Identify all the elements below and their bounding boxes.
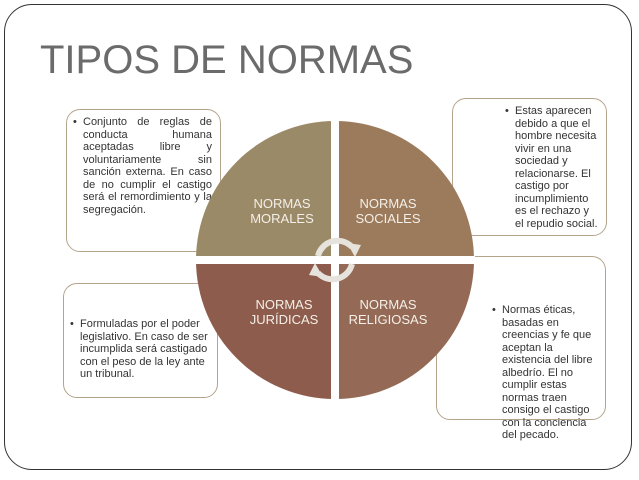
morales-description: Conjunto de reglas de conducta humana ac… bbox=[73, 116, 212, 216]
quadrant-circle bbox=[195, 119, 475, 401]
label-normas-morales: NORMAS MORALES bbox=[250, 196, 314, 226]
slide-title: TIPOS DE NORMAS bbox=[40, 38, 414, 82]
label-normas-sociales: NORMAS SOCIALES bbox=[355, 196, 421, 226]
religiosas-description: Normas éticas, basadas en creencias y fe… bbox=[492, 304, 599, 442]
juridicas-description: Formuladas por el poder legislativo. En … bbox=[70, 318, 211, 381]
box-normas-juridicas: Formuladas por el poder legislativo. En … bbox=[63, 283, 218, 398]
label-normas-juridicas: NORMAS JURÍDICAS bbox=[249, 297, 319, 327]
slide-frame bbox=[4, 4, 632, 470]
quadrant-morales bbox=[196, 121, 335, 260]
quadrant-juridicas bbox=[196, 260, 335, 399]
quadrant-sociales bbox=[335, 121, 474, 260]
box-normas-sociales: Estas aparecen debido a que el hombre ne… bbox=[452, 98, 607, 236]
normas-cycle-diagram: NORMAS MORALES NORMAS SOCIALES NORMAS JU… bbox=[195, 119, 475, 401]
quadrant-religiosas bbox=[335, 260, 474, 399]
label-normas-religiosas: NORMAS RELIGIOSAS bbox=[348, 297, 428, 327]
sociales-description: Estas aparecen debido a que el hombre ne… bbox=[505, 105, 600, 230]
box-normas-morales: Conjunto de reglas de conducta humana ac… bbox=[66, 109, 221, 252]
